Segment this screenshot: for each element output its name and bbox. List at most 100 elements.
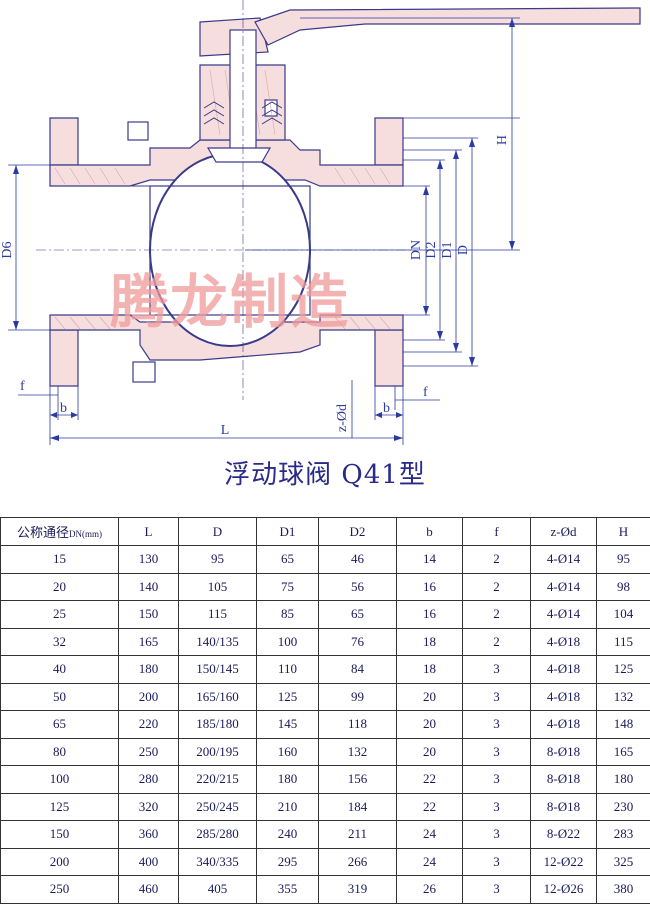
dim-label-d2: D2 <box>424 241 439 258</box>
table-cell: 22 <box>397 793 463 821</box>
table-cell: 95 <box>597 546 650 574</box>
header-dn: 公称通径DN(mm) <box>1 518 119 546</box>
table-cell: 148 <box>597 711 650 739</box>
table-cell: 118 <box>319 711 397 739</box>
table-cell: 3 <box>463 738 531 766</box>
table-cell: 75 <box>257 573 319 601</box>
table-cell: 22 <box>397 766 463 794</box>
dim-label-f-right: f <box>423 385 428 400</box>
table-cell: 185/180 <box>179 711 257 739</box>
table-cell: 184 <box>319 793 397 821</box>
table-cell: 65 <box>257 546 319 574</box>
header-cell: L <box>119 518 179 546</box>
table-cell: 360 <box>119 821 179 849</box>
table-cell: 3 <box>463 683 531 711</box>
table-cell: 20 <box>397 683 463 711</box>
table-cell: 325 <box>597 848 650 876</box>
header-dn-unit: DN(mm) <box>69 529 102 539</box>
table-cell: 230 <box>597 793 650 821</box>
table-cell: 200 <box>119 683 179 711</box>
table-cell: 14 <box>397 546 463 574</box>
table-cell: 56 <box>319 573 397 601</box>
table-cell: 46 <box>319 546 397 574</box>
header-dn-main: 公称通径 <box>17 525 69 540</box>
table-cell: 140/135 <box>179 628 257 656</box>
table-cell: 200/195 <box>179 738 257 766</box>
table-cell: 84 <box>319 656 397 684</box>
header-cell: b <box>397 518 463 546</box>
table-cell: 95 <box>179 546 257 574</box>
header-cell: z-Ød <box>531 518 597 546</box>
table-cell: 210 <box>257 793 319 821</box>
table-cell: 105 <box>179 573 257 601</box>
table-cell: 65 <box>1 711 119 739</box>
table-cell: 160 <box>257 738 319 766</box>
dim-label-d: D <box>456 245 471 255</box>
valve-drawing: 腾龙制造 <box>0 0 650 445</box>
table-cell: 320 <box>119 793 179 821</box>
dim-label-f-left: f <box>20 379 25 394</box>
table-cell: 65 <box>319 601 397 629</box>
dim-label-l: L <box>221 423 230 438</box>
table-cell: 280 <box>119 766 179 794</box>
dim-label-zd: z-Ød <box>335 404 350 432</box>
table-cell: 150/145 <box>179 656 257 684</box>
table-cell: 2 <box>463 546 531 574</box>
table-cell: 3 <box>463 821 531 849</box>
bolt-bottom <box>133 362 155 382</box>
table-cell: 98 <box>597 573 650 601</box>
table-cell: 80 <box>1 738 119 766</box>
table-cell: 211 <box>319 821 397 849</box>
table-cell: 240 <box>257 821 319 849</box>
table-cell: 125 <box>1 793 119 821</box>
table-cell: 16 <box>397 573 463 601</box>
table-cell: 4-Ø18 <box>531 628 597 656</box>
table-cell: 180 <box>119 656 179 684</box>
table-cell: 24 <box>397 821 463 849</box>
table-cell: 99 <box>319 683 397 711</box>
table-cell: 200 <box>1 848 119 876</box>
table-cell: 150 <box>119 601 179 629</box>
table-cell: 2 <box>463 573 531 601</box>
handle-lever <box>255 8 640 45</box>
table-cell: 26 <box>397 876 463 904</box>
dim-label-d6: D6 <box>0 241 15 258</box>
table-cell: 3 <box>463 656 531 684</box>
table-cell: 16 <box>397 601 463 629</box>
table-cell: 380 <box>597 876 650 904</box>
table-cell: 165 <box>597 738 650 766</box>
dim-label-dn: DN <box>409 240 424 260</box>
table-cell: 18 <box>397 628 463 656</box>
table-cell: 156 <box>319 766 397 794</box>
dim-label-h: H <box>495 135 510 145</box>
table-cell: 110 <box>257 656 319 684</box>
table-cell: 85 <box>257 601 319 629</box>
header-cell: D <box>179 518 257 546</box>
table-cell: 266 <box>319 848 397 876</box>
table-cell: 319 <box>319 876 397 904</box>
table-cell: 3 <box>463 876 531 904</box>
table-cell: 15 <box>1 546 119 574</box>
table-cell: 180 <box>257 766 319 794</box>
table-cell: 24 <box>397 848 463 876</box>
table-cell: 8-Ø22 <box>531 821 597 849</box>
page-title: 浮动球阀 Q41型 <box>0 454 650 491</box>
table-cell: 295 <box>257 848 319 876</box>
table-cell: 3 <box>463 848 531 876</box>
table-cell: 355 <box>257 876 319 904</box>
header-cell: f <box>463 518 531 546</box>
stem-tongue <box>208 148 270 162</box>
table-cell: 12-Ø26 <box>531 876 597 904</box>
table-cell: 150 <box>1 821 119 849</box>
